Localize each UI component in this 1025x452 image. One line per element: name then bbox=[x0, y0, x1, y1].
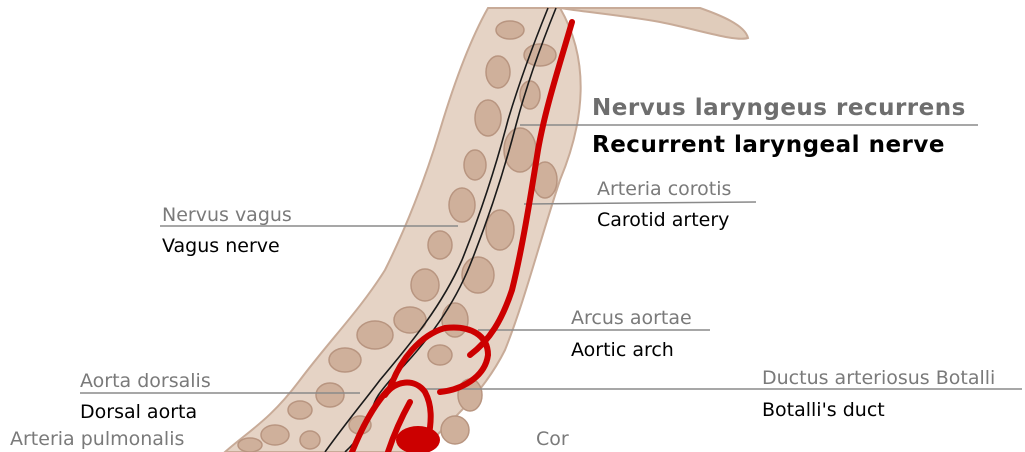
jaw-tissue bbox=[560, 8, 748, 39]
dorsal-aorta-latin-label: Aorta dorsalis bbox=[80, 372, 211, 391]
aortic-arch-english-label: Aortic arch bbox=[571, 341, 674, 360]
ductus-english-label: Botalli's duct bbox=[762, 401, 885, 420]
leader-carotid bbox=[524, 202, 756, 204]
ductus-latin-label: Ductus arteriosus Botalli bbox=[762, 369, 995, 388]
recurrent-nerve-english-label: Recurrent laryngeal nerve bbox=[592, 134, 945, 157]
heart-latin-label: Cor bbox=[536, 430, 569, 449]
aortic-arch-latin-label: Arcus aortae bbox=[571, 309, 692, 328]
dorsal-aorta-english-label: Dorsal aorta bbox=[80, 403, 197, 422]
vagus-nerve-english-label: Vagus nerve bbox=[162, 237, 280, 256]
carotid-artery-english-label: Carotid artery bbox=[597, 211, 729, 230]
carotid-artery-latin-label: Arteria corotis bbox=[597, 180, 731, 199]
recurrent-nerve-latin-label: Nervus laryngeus recurrens bbox=[592, 97, 966, 120]
vagus-nerve-latin-label: Nervus vagus bbox=[162, 206, 292, 225]
pulmonary-artery-latin-label: Arteria pulmonalis bbox=[10, 430, 184, 449]
